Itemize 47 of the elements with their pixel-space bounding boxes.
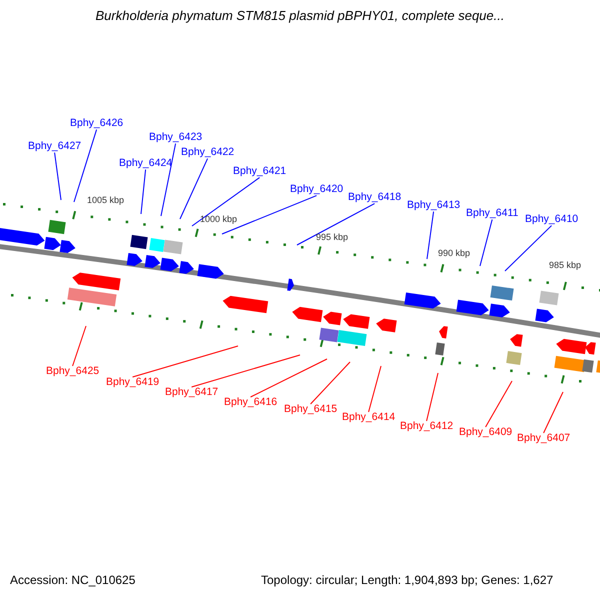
leader-line xyxy=(426,211,434,260)
leader-line xyxy=(310,362,350,404)
gene-label: Bphy_6412 xyxy=(400,421,454,433)
leader-line xyxy=(368,366,382,412)
scale-label: 1000 kbp xyxy=(200,215,238,225)
leader-line xyxy=(180,158,208,220)
accession-text: Accession: NC_010625 xyxy=(10,574,136,588)
leader-line xyxy=(72,326,86,366)
gene-label: Bphy_6411 xyxy=(466,208,518,220)
scale-label: 985 kbp xyxy=(549,261,582,271)
gene-label: Bphy_6425 xyxy=(46,366,100,378)
leader-line xyxy=(192,177,260,226)
gene-label: Bphy_6420 xyxy=(290,184,344,196)
leader-line xyxy=(54,152,62,200)
gene-label: Bphy_6409 xyxy=(459,427,512,439)
gene-label: Bphy_6421 xyxy=(233,166,286,178)
gene-label: Bphy_6417 xyxy=(165,387,218,399)
gene-label: Bphy_6414 xyxy=(342,412,396,424)
leader-line xyxy=(250,358,328,398)
gene-label: Bphy_6422 xyxy=(181,147,234,159)
gene-label: Bphy_6416 xyxy=(224,397,278,409)
gene-label: Bphy_6415 xyxy=(284,404,338,416)
gene-label: Bphy_6413 xyxy=(407,200,460,212)
genome-info-text: Topology: circular; Length: 1,904,893 bp; Genes: 1,627 xyxy=(261,574,554,588)
leader-line xyxy=(191,354,300,388)
leader-line xyxy=(160,143,176,216)
scale-label: 995 kbp xyxy=(316,233,348,243)
gene-label: Bphy_6426 xyxy=(70,118,124,130)
gene-label: Bphy_6410 xyxy=(525,214,578,226)
scale-label: 990 kbp xyxy=(438,249,470,259)
leader-line xyxy=(296,203,376,246)
scale-label: 1005 kbp xyxy=(87,196,124,206)
gene-label: Bphy_6419 xyxy=(106,377,160,389)
leader-line xyxy=(480,219,493,266)
leader-line xyxy=(485,380,512,428)
gene-label: Bphy_6427 xyxy=(28,141,82,153)
leader-line xyxy=(426,372,438,422)
leader-line xyxy=(132,346,238,378)
leader-line xyxy=(140,169,146,214)
leader-line xyxy=(74,129,98,202)
gene-label: Bphy_6407 xyxy=(517,433,570,445)
leader-line xyxy=(222,195,318,234)
gene-label: Bphy_6423 xyxy=(149,132,202,144)
leader-line xyxy=(543,392,564,434)
gene-label: Bphy_6418 xyxy=(348,192,402,204)
title: Burkholderia phymatum STM815 plasmid pBPHY01, complete seque... xyxy=(94,9,506,24)
leader-line xyxy=(504,225,552,272)
